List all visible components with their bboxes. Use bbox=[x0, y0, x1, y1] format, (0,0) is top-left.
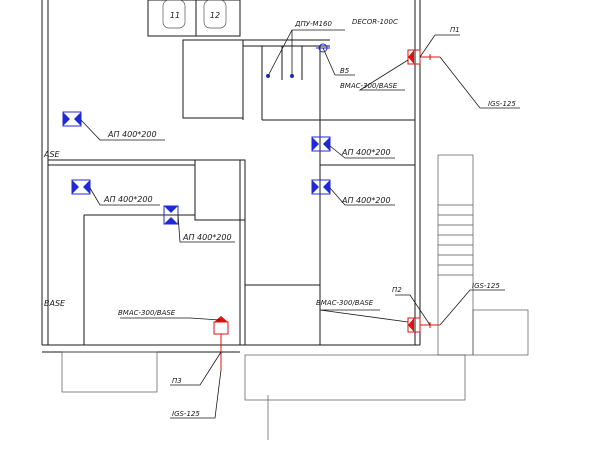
label-ap-top-left: АП 400*200 bbox=[107, 130, 157, 139]
label-decor: DECOR-100C bbox=[352, 18, 398, 26]
room-number-12: 12 bbox=[210, 11, 220, 20]
stall-12 bbox=[203, 0, 227, 29]
label-bmac-bottom-right: BMAC-300/BASE bbox=[316, 299, 374, 307]
dpu-fixtures bbox=[266, 74, 294, 78]
label-p2: П2 bbox=[392, 286, 402, 294]
label-v5: В5 bbox=[340, 67, 350, 75]
label-ap-mid-right-2: АП 400*200 bbox=[341, 196, 391, 205]
label-igs-mid: IGS-125 bbox=[472, 282, 500, 290]
ventilation-unit-icon bbox=[213, 321, 229, 335]
label-dpu: ДПУ-М160 bbox=[294, 20, 332, 28]
wall-central-column bbox=[194, 159, 246, 221]
grille-mid-right-1[interactable] bbox=[311, 136, 331, 152]
leaders bbox=[80, 29, 520, 419]
grille-top-left[interactable] bbox=[62, 111, 82, 127]
walls bbox=[41, 0, 529, 440]
unit-top-right[interactable] bbox=[407, 49, 440, 65]
grille-mid-right-2[interactable] bbox=[311, 179, 331, 195]
unit-bottom-left[interactable] bbox=[213, 316, 229, 370]
stall-11 bbox=[162, 0, 186, 29]
label-igs-top: IGS-125 bbox=[488, 100, 516, 108]
label-bmac-bottom-left: BMAC-300/BASE bbox=[118, 309, 176, 317]
label-p3: П3 bbox=[172, 377, 182, 385]
grille-left-mid[interactable] bbox=[71, 179, 91, 195]
bottom-platform bbox=[244, 354, 466, 401]
wall-bathroom bbox=[182, 39, 244, 119]
label-igs-bottom: IGS-125 bbox=[172, 410, 200, 418]
stair-steps bbox=[438, 204, 473, 276]
room-number-11: 11 bbox=[170, 11, 180, 20]
label-ap-center: АП 400*200 bbox=[182, 233, 232, 242]
stair-landing bbox=[472, 309, 529, 356]
label-ap-left-mid: АП 400*200 bbox=[103, 195, 153, 204]
label-ap-mid-right-1: АП 400*200 bbox=[341, 148, 391, 157]
label-base-left-top: ASE bbox=[43, 150, 61, 159]
wall-rooms-top bbox=[147, 0, 241, 37]
balcony bbox=[61, 351, 158, 393]
unit-bottom-right[interactable] bbox=[407, 317, 440, 333]
label-p1: П1 bbox=[450, 26, 460, 34]
label-base-left-bottom: BASE bbox=[44, 299, 66, 308]
label-bmac-top: BMAC-300/BASE bbox=[340, 82, 398, 90]
